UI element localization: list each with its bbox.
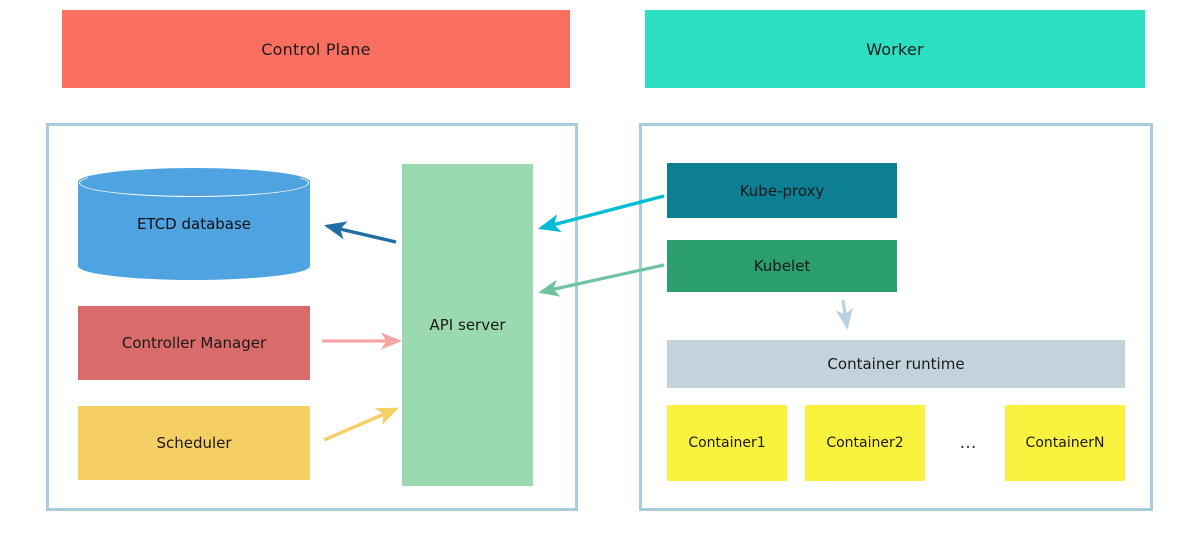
node-controller-manager: Controller Manager [78,306,310,380]
node-container-2: Container2 [805,405,925,481]
node-container-n-label: ContainerN [1025,435,1105,451]
node-controller-manager-label: Controller Manager [121,334,267,352]
cylinder-shape: ETCD database [78,168,310,280]
node-container-2-label: Container2 [826,435,904,451]
node-scheduler: Scheduler [78,406,310,480]
cylinder-rim [79,169,309,197]
banner-control-plane-label: Control Plane [261,39,371,59]
containers-ellipsis-label: … [959,433,977,453]
banner-control-plane: Control Plane [62,10,570,88]
node-api-server-label: API server [429,316,506,334]
banner-worker: Worker [645,10,1145,88]
node-kubelet-label: Kubelet [753,257,811,275]
containers-ellipsis: … [940,405,996,481]
node-etcd-database: ETCD database [78,168,310,280]
node-kube-proxy: Kube-proxy [667,163,897,218]
node-kubelet: Kubelet [667,240,897,292]
node-container-runtime-label: Container runtime [827,355,965,373]
node-kube-proxy-label: Kube-proxy [739,181,825,200]
node-etcd-label: ETCD database [136,215,252,233]
node-container-1-label: Container1 [688,435,766,451]
banner-worker-label: Worker [866,39,924,59]
node-container-1: Container1 [667,405,787,481]
node-scheduler-label: Scheduler [156,434,232,452]
node-container-n: ContainerN [1005,405,1125,481]
node-container-runtime: Container runtime [667,340,1125,388]
node-api-server: API server [402,164,533,486]
